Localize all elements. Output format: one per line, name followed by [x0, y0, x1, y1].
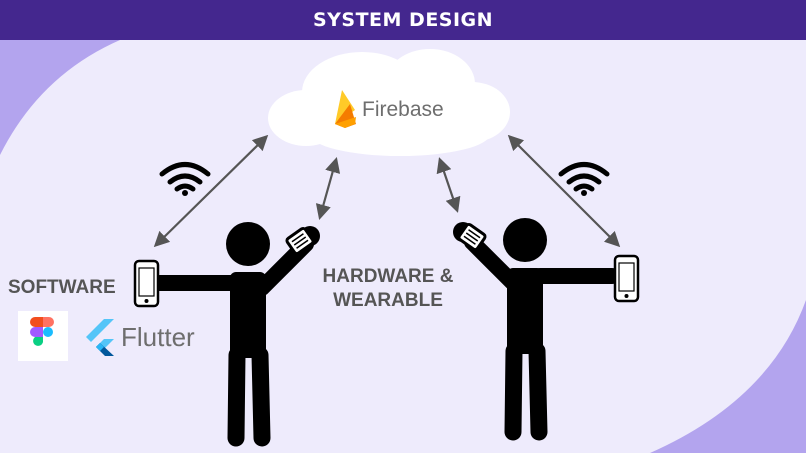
hardware-label-line1: HARDWARE & [322, 266, 454, 287]
flutter-logo-icon [86, 319, 114, 356]
person-right [464, 218, 620, 441]
wifi-icon [159, 162, 211, 196]
person-left [152, 222, 314, 447]
arrow-right-watch-cloud [436, 157, 461, 213]
wifi-icon [558, 162, 610, 196]
arrow-left-phone-cloud [153, 134, 269, 248]
arrow-right-phone-cloud [507, 134, 621, 248]
title-bar: SYSTEM DESIGN [0, 0, 806, 40]
software-label: SOFTWARE [8, 277, 116, 298]
arrow-left-watch-cloud [315, 157, 341, 220]
cloud-shape [268, 49, 510, 156]
flutter-label: Flutter [121, 322, 195, 352]
hardware-wearable-label: HARDWARE & WEARABLE [318, 265, 458, 313]
page-title: SYSTEM DESIGN [312, 9, 494, 31]
hardware-label-line2: WEARABLE [333, 290, 443, 311]
figma-logo-icon [18, 311, 68, 361]
smartphone-right-icon [613, 254, 640, 303]
smartwatch-right-icon [453, 222, 487, 252]
smartwatch-left-icon [285, 226, 320, 256]
smartphone-left-icon [133, 259, 160, 308]
firebase-label: Firebase [362, 98, 444, 121]
firebase-flame-icon [335, 90, 356, 128]
